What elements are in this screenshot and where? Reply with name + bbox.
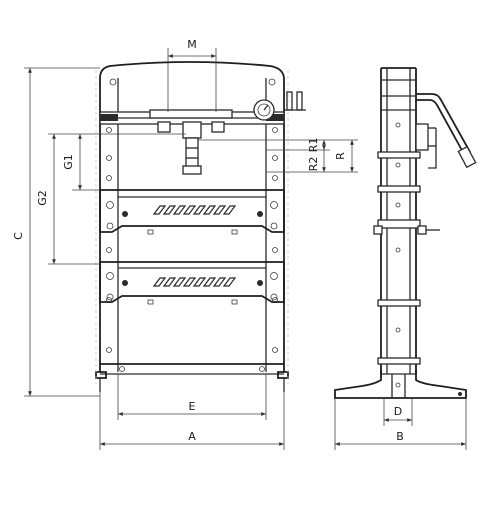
pump-handle-grip: [457, 145, 477, 169]
valve-right: [296, 91, 303, 111]
side-bottom-bar: [377, 357, 421, 365]
label-m: M: [187, 38, 197, 51]
side-view: [334, 67, 477, 399]
plate-nut-right: [211, 121, 225, 133]
pump-body: [415, 123, 429, 151]
lower-table-slots: [152, 277, 237, 287]
ram-head: [182, 165, 202, 175]
front-view: [95, 61, 306, 392]
label-r2: R2: [307, 157, 320, 172]
dimensions-side: D B: [334, 398, 467, 450]
front-ghost-outline: [95, 70, 289, 384]
foot-right: [277, 371, 289, 379]
head-beam-end-right: [266, 114, 284, 121]
side-pin-right: [417, 225, 427, 235]
side-table-lower: [377, 299, 421, 307]
foot-bolt-left: [119, 366, 125, 372]
label-d: D: [394, 405, 402, 418]
gauge-needle: [263, 104, 269, 111]
side-base-foot: [334, 370, 467, 399]
foot-bolt-right: [259, 366, 265, 372]
label-c: C: [12, 232, 25, 240]
frame-top-crown: [99, 61, 285, 79]
label-r1: R1: [307, 138, 320, 153]
side-crossbar-1: [377, 151, 421, 159]
label-g2: G2: [36, 190, 49, 206]
foot-left: [95, 371, 107, 379]
pressure-gauge-inner: [257, 103, 271, 117]
lower-work-table: [99, 261, 285, 305]
cylinder-plate: [149, 109, 233, 119]
head-beam-end-left: [100, 114, 118, 121]
side-hole-1: [395, 122, 401, 128]
pump-handle: [416, 93, 471, 153]
label-r: R: [334, 152, 347, 160]
crown-bolt-right: [268, 78, 276, 86]
upper-work-table: [99, 189, 285, 235]
side-table-upper: [377, 219, 421, 229]
pump-crank: [428, 128, 437, 169]
label-a: A: [188, 430, 196, 443]
label-g1: G1: [62, 154, 75, 170]
dimensions-front: M C G2 G1 R1 R2 R E A: [12, 38, 358, 450]
side-pin-left: [373, 225, 383, 235]
crown-bolt-left: [109, 78, 117, 86]
plate-nut-left: [157, 121, 171, 133]
label-b: B: [396, 430, 404, 443]
ram-rod: [185, 137, 199, 169]
ram-body: [182, 121, 202, 139]
upper-table-slots: [152, 205, 237, 215]
side-crossbar-2: [377, 185, 421, 193]
label-e: E: [189, 400, 196, 413]
